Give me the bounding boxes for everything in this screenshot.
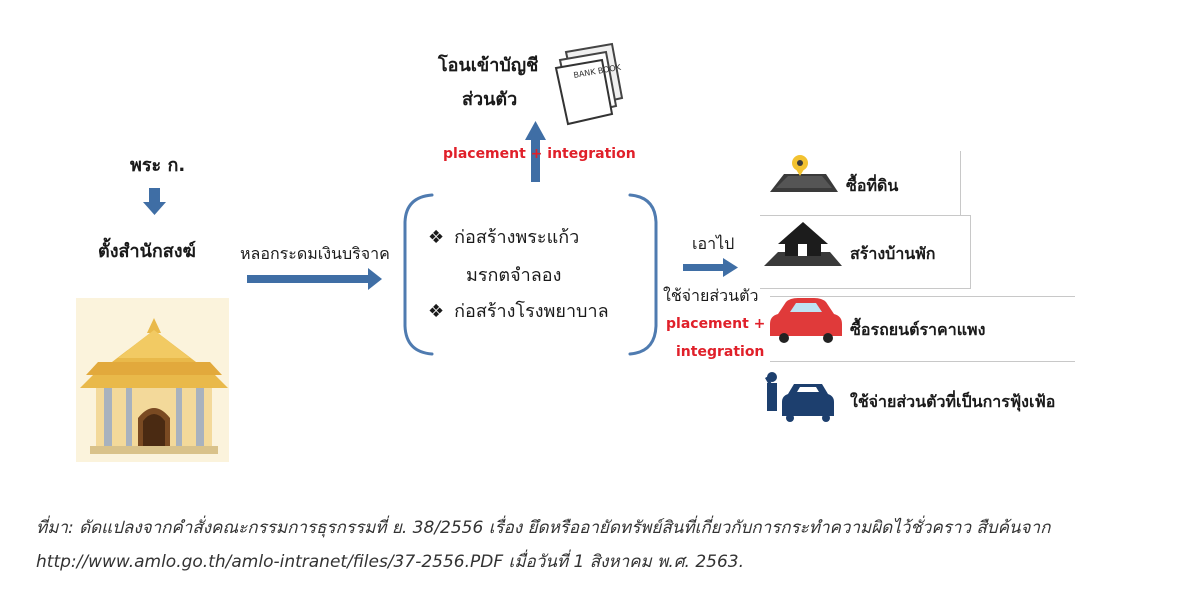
land-icon [770, 155, 838, 192]
temple-icon [76, 298, 229, 462]
center-item-2: ❖ก่อสร้างโรงพยาบาล [428, 301, 609, 322]
source-line-1: ที่มา: ดัดแปลงจากคำสั่งคณะกรรมการธุรกรรม… [36, 518, 1051, 538]
center-list: ❖ก่อสร้างพระแก้ว มรกตจำลอง ❖ก่อสร้างโรงพ… [428, 222, 648, 342]
donation-arrow [247, 268, 382, 290]
monk-label: พระ ก. [130, 155, 186, 176]
center-item-1: ❖ก่อสร้างพระแก้ว [428, 227, 580, 248]
bankbook-icon: BANK BOOK [548, 42, 630, 126]
spend-arrow [683, 258, 738, 277]
temple-title: ตั้งสำนักสงฆ์ [98, 241, 196, 262]
use-label-house: สร้างบ้านพัก [850, 244, 936, 263]
transfer-label-line2: ส่วนตัว [462, 89, 518, 110]
right-red-label-2: integration [676, 344, 765, 360]
use-label-car: ซื้อรถยนต์ราคาแพง [850, 320, 986, 339]
bullet-icon: ❖ [428, 301, 445, 322]
center-bracket [403, 193, 658, 356]
spend-label-bottom: ใช้จ่ายส่วนตัว [663, 286, 759, 305]
right-red-label-1: placement + [666, 316, 766, 332]
up-arrow [525, 121, 546, 182]
spending-icon [764, 372, 834, 422]
down-arrow [143, 188, 166, 215]
use-label-land: ซื้อที่ดิน [846, 176, 899, 195]
car-icon [770, 298, 842, 343]
top-red-label: placement + integration [443, 146, 636, 162]
bullet-icon: ❖ [428, 227, 445, 248]
house-icon [764, 222, 842, 266]
use-label-spending: ใช้จ่ายส่วนตัวที่เป็นการฟุ้งเฟ้อ [850, 392, 1056, 411]
center-item-1-cont: มรกตจำลอง [466, 265, 562, 286]
donation-arrow-label: หลอกระดมเงินบริจาค [240, 244, 390, 263]
source-line-2: http://www.amlo.go.th/amlo-intranet/file… [36, 552, 745, 572]
transfer-label-line1: โอนเข้าบัญชี [438, 55, 539, 76]
spend-label-top: เอาไป [692, 234, 735, 253]
